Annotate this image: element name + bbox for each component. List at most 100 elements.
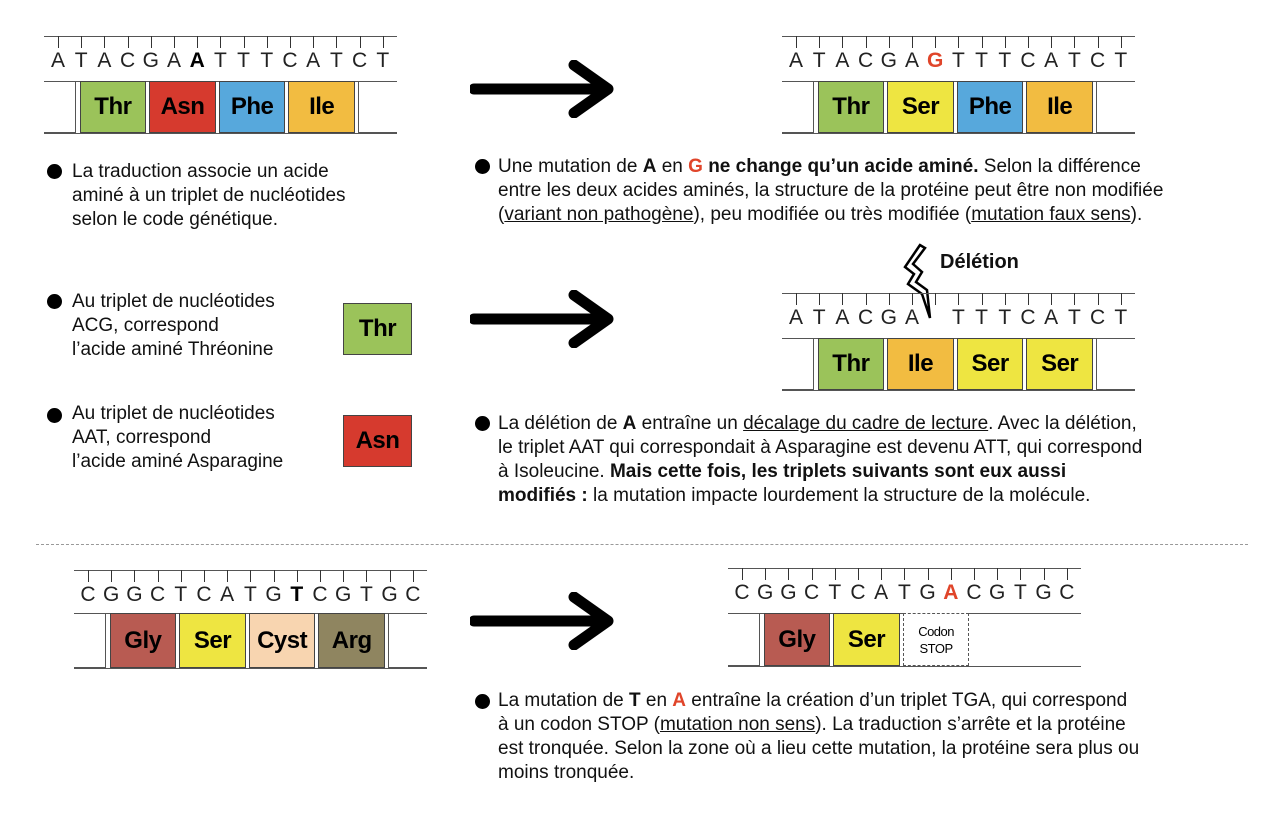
- band-line: [44, 133, 397, 134]
- nucleotide-tick: [243, 36, 245, 48]
- nucleotide: T: [376, 49, 390, 72]
- text: ).: [1130, 204, 1143, 225]
- text: La mutation de: [498, 690, 629, 711]
- text: (: [498, 204, 505, 225]
- nucleotide-tick: [412, 570, 414, 582]
- text-line: selon le code génétique.: [72, 209, 278, 230]
- nucleotide-tick: [320, 570, 321, 582]
- nucleotide: T: [243, 583, 257, 606]
- nucleotide-tick: [1120, 293, 1122, 305]
- band-line: [782, 133, 1135, 134]
- nucleotide-tick: [1004, 36, 1006, 48]
- codon-aat-explanation: Au triplet de nucléotides AAT, correspon…: [72, 402, 283, 474]
- nucleotide-tick: [981, 36, 983, 48]
- nucleotide-tick: [366, 570, 368, 582]
- text-line: Au triplet de nucléotides: [72, 403, 275, 424]
- arrow-right-icon: [470, 60, 614, 118]
- nucleotide: A: [904, 49, 919, 72]
- nucleotide-tick: [81, 36, 83, 48]
- nucleotide: C: [858, 306, 874, 329]
- text-line: l’acide aminé Asparagine: [72, 451, 284, 472]
- empty-cell: [44, 81, 76, 133]
- nucleotide: T: [174, 583, 188, 606]
- text: A: [672, 690, 687, 711]
- nucleotide: G: [880, 49, 897, 72]
- amino-acid-phe: Phe: [218, 81, 286, 133]
- nucleotide: T: [1067, 306, 1081, 329]
- amino-acid-thr: Thr: [343, 303, 412, 355]
- amino-acid-gly: Gly: [109, 613, 177, 668]
- amino-acid-cyst: Cyst: [248, 613, 316, 668]
- nucleotide: C: [80, 583, 96, 606]
- nucleotide: A: [788, 49, 803, 72]
- nucleotide: G: [265, 583, 282, 606]
- nucleotide: T: [951, 306, 965, 329]
- amino-acid-ser: Ser: [179, 613, 246, 668]
- nucleotide-tick: [927, 568, 929, 580]
- nucleotide-tick: [742, 568, 743, 580]
- nucleotide-tick: [1004, 293, 1006, 305]
- term-mutation-faux-sens: mutation faux sens: [971, 204, 1131, 225]
- text: en: [656, 156, 689, 177]
- amino-acid-ser: Ser: [833, 613, 900, 666]
- nucleotide-tick: [1074, 293, 1076, 305]
- term-mutation-non-sens: mutation non sens: [659, 714, 816, 735]
- nucleotide-tick: [174, 36, 175, 48]
- nucleotide-tick: [134, 570, 136, 582]
- nucleotide: T: [1114, 306, 1128, 329]
- nucleotide-tick: [834, 568, 836, 580]
- nucleotide-tick: [842, 36, 844, 48]
- nucleotide: C: [850, 581, 866, 604]
- nucleotide-tick: [881, 568, 883, 580]
- nucleotide: T: [237, 49, 250, 72]
- nucleotide-tick: [197, 36, 199, 48]
- section-divider: [36, 544, 1248, 545]
- nucleotide: A: [50, 49, 65, 72]
- text-line: ACG, correspond: [72, 315, 219, 336]
- nucleotide: C: [734, 581, 750, 604]
- text: Mais cette fois, les triplets suivants s…: [609, 461, 1067, 482]
- text: La délétion de: [498, 413, 623, 434]
- amino-acid-gly: Gly: [763, 613, 831, 666]
- nucleotide-tick: [888, 293, 890, 305]
- nucleotide-tick: [343, 570, 345, 582]
- nucleotide: T: [998, 306, 1012, 329]
- text-line: aminé à un triplet de nucléotides: [72, 185, 346, 206]
- text: est tronquée. Selon la zone où a lieu ce…: [498, 738, 1140, 759]
- nucleotide: G: [142, 49, 159, 72]
- text-line: AAT, correspond: [72, 427, 212, 448]
- nucleotide-tick: [313, 36, 315, 48]
- nucleotide-tick: [1097, 293, 1099, 305]
- bullet-icon: [47, 408, 62, 423]
- nucleotide: T: [812, 306, 826, 329]
- bullet-icon: [475, 694, 490, 709]
- nucleotide: A: [874, 581, 889, 604]
- empty-cell: [388, 613, 427, 668]
- amino-acid-thr: Thr: [817, 338, 885, 390]
- nucleotide-tick: [958, 36, 960, 48]
- nucleotide: T: [290, 583, 304, 606]
- nucleotide: C: [196, 583, 212, 606]
- nucleotide-tick: [935, 36, 937, 48]
- amino-acid-asn: Asn: [149, 81, 216, 133]
- nucleotide-tick: [1051, 36, 1053, 48]
- text: T: [628, 690, 641, 711]
- nucleotide: G: [989, 581, 1006, 604]
- nucleotide: G: [1035, 581, 1052, 604]
- codon-acg-explanation: Au triplet de nucléotides ACG, correspon…: [72, 290, 275, 362]
- text: à un codon STOP (: [498, 714, 660, 735]
- nucleotide-tick: [912, 293, 913, 305]
- nucleotide-tick: [974, 568, 975, 580]
- nucleotide-tick: [220, 36, 222, 48]
- deletion-explanation: La délétion de A entraîne un décalage du…: [498, 412, 1142, 508]
- nucleotide-tick: [88, 570, 89, 582]
- amino-acid-ser: Ser: [956, 338, 1024, 390]
- nucleotide-tick: [1097, 36, 1099, 48]
- nucleotide-tick: [935, 293, 937, 305]
- nucleotide-tick: [58, 36, 59, 48]
- nucleotide: C: [1020, 306, 1036, 329]
- nucleotide: A: [220, 583, 235, 606]
- nucleotide-tick: [273, 570, 275, 582]
- text: la mutation impacte lourdement la struct…: [587, 485, 1091, 506]
